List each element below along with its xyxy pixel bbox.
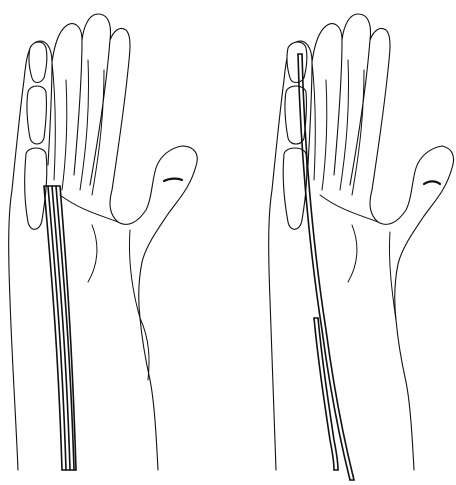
right-finger-line-4 [352,70,364,195]
right-palm-crease-2 [348,225,357,282]
right-thumbnail [424,181,440,184]
left-palm-crease-2 [88,225,97,282]
right-hand-panel [269,14,454,480]
right-distal-bone [287,42,307,83]
right-palm-crease-1 [320,195,378,222]
left-finger-line-2 [62,80,67,190]
left-finger-line-1 [52,62,55,180]
left-splint [44,186,76,470]
left-thumbnail [164,179,182,181]
left-palm-crease-1 [60,195,118,222]
right-finger-line-1 [312,62,315,180]
right-finger-line-2 [322,80,327,190]
left-hand-panel [9,14,198,470]
left-finger-line-4 [92,70,104,195]
left-middle-bone [27,86,46,144]
left-distal-bone [29,42,47,83]
